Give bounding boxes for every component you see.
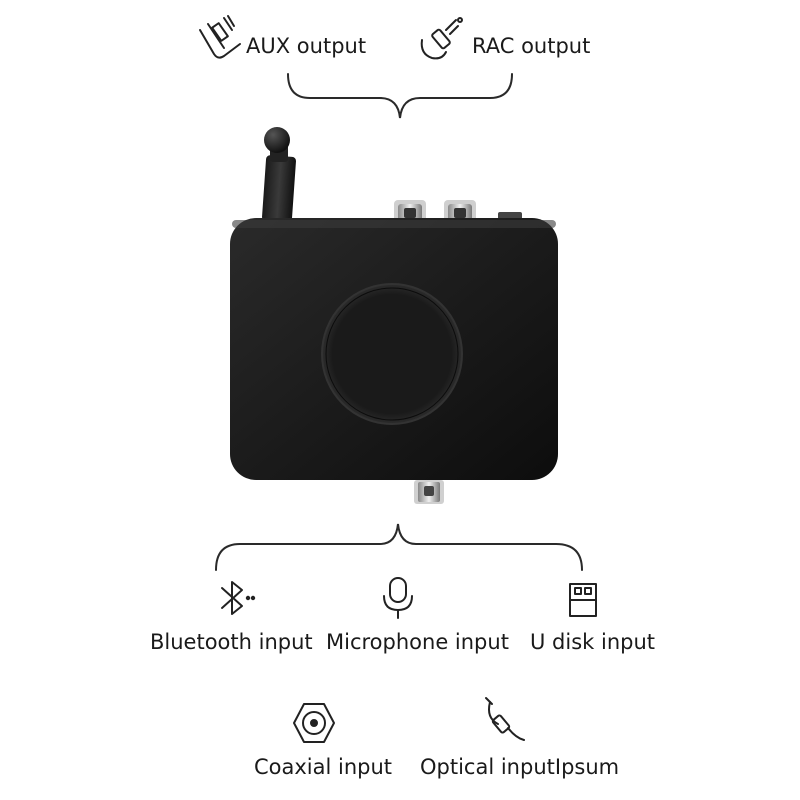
aux-jack-icon bbox=[194, 14, 246, 66]
microphone-icon bbox=[378, 574, 418, 620]
udisk-input-label: U disk input bbox=[530, 630, 656, 654]
input-brace bbox=[215, 523, 583, 571]
bluetooth-icon bbox=[216, 578, 258, 618]
microphone-input-label: Microphone input bbox=[326, 630, 509, 654]
coaxial-input-label: Coaxial input bbox=[254, 755, 393, 779]
output-brace bbox=[287, 73, 513, 119]
rca-plug-icon bbox=[416, 14, 468, 66]
aux-output-label: AUX output bbox=[246, 34, 367, 58]
coaxial-icon bbox=[290, 700, 338, 746]
optical-cable-icon bbox=[482, 694, 528, 746]
bluetooth-input-label: Bluetooth input bbox=[150, 630, 313, 654]
usb-drive-icon bbox=[566, 580, 602, 620]
audio-device-image bbox=[230, 127, 558, 504]
rca-output-label: RAC output bbox=[472, 34, 591, 58]
optical-input-label: Optical inputIpsum bbox=[420, 755, 620, 779]
